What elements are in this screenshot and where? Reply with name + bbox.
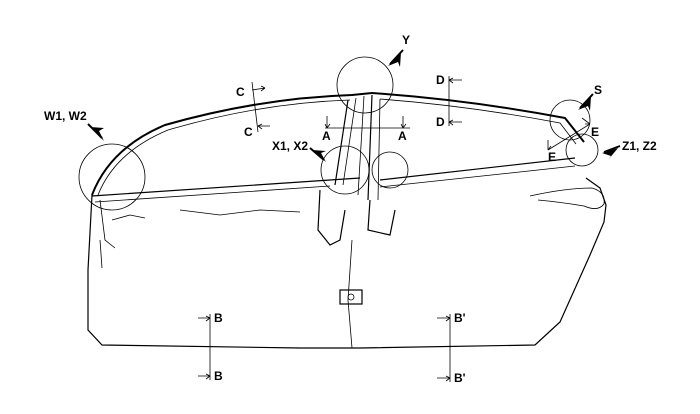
label-s: S: [594, 83, 602, 97]
door-hinge: [339, 289, 363, 305]
arrow-z-shaft: [603, 145, 621, 153]
beltline-lower: [94, 185, 331, 203]
rear-door-panel-line: [529, 187, 605, 209]
arrow-s-shaft: [579, 93, 594, 109]
detail-circle-x: [320, 145, 370, 195]
rear-window-frame-inner: [379, 98, 577, 145]
section-tick-bp-top: [437, 315, 451, 322]
arrow-y-shaft: [389, 49, 404, 65]
label-y: Y: [402, 33, 410, 47]
label-bp-bot: B': [454, 371, 466, 385]
label-b-top: B: [214, 311, 223, 325]
front-regulator-mechanism: [99, 199, 301, 249]
detail-circle-y: [336, 56, 394, 114]
front-lower-bracket: [317, 189, 346, 246]
label-d-top: D: [436, 73, 445, 87]
section-tick-a-right: [400, 116, 407, 129]
section-tick-c-top: [251, 85, 266, 92]
center-pillar-right: [367, 94, 373, 201]
door-gap-line: [347, 239, 353, 349]
detail-circle-x-rear: [371, 151, 409, 189]
label-e-right: E: [591, 125, 599, 139]
section-tick-bp-bot: [437, 375, 451, 382]
section-line-e: [547, 123, 591, 151]
section-tick-d-bot: [448, 119, 462, 126]
front-window-frame: [91, 92, 373, 196]
front-window-frame-inner: [97, 99, 351, 196]
section-tick-b-top: [198, 315, 211, 322]
rear-lower-bracket: [367, 199, 396, 236]
section-tick-e-right: [581, 117, 591, 125]
beltline: [91, 177, 361, 197]
section-tick-b-bot: [198, 373, 211, 380]
arrow-w-shaft: [87, 123, 103, 139]
door-outline: [87, 177, 607, 349]
center-pillar-mid1: [342, 97, 357, 186]
arrow-z: [602, 148, 618, 160]
arrow-x-shaft: [309, 147, 325, 161]
label-b-bot: B: [214, 369, 223, 383]
center-pillar-mid2: [357, 95, 365, 196]
center-pillar-left: [334, 99, 349, 186]
label-w: W1, W2: [44, 109, 87, 123]
section-tick-a-left: [324, 116, 331, 129]
label-x: X1, X2: [272, 139, 308, 153]
rear-beltline: [379, 157, 576, 181]
section-tick-c-bot: [257, 123, 270, 130]
label-a-left: A: [322, 129, 331, 143]
label-z: Z1, Z2: [622, 139, 657, 153]
center-pillar-rear: [377, 98, 381, 201]
label-c-bot: C: [244, 125, 253, 139]
front-cable: [99, 239, 103, 269]
label-d-bot: D: [436, 115, 445, 129]
section-line-c: [251, 81, 259, 133]
label-e-left: E: [548, 150, 556, 164]
label-c-top: C: [236, 85, 245, 99]
detail-circle-w: [78, 143, 146, 211]
detail-circle-z: [565, 133, 599, 167]
rear-beltline-lower: [379, 165, 576, 188]
section-tick-d-top: [448, 77, 462, 84]
rear-window-frame: [371, 92, 585, 143]
hinge-pin: [347, 293, 355, 301]
label-bp-top: B': [454, 311, 466, 325]
section-tick-e-left: [547, 140, 552, 151]
label-a-right: A: [398, 129, 407, 143]
